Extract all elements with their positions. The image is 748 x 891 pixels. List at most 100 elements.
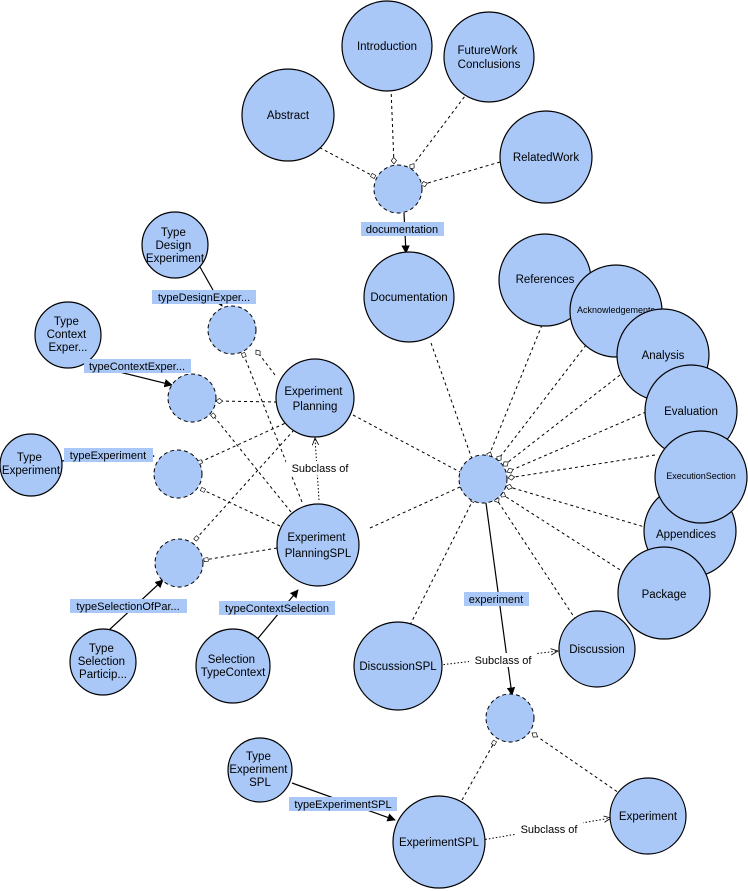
edge-selectiontypecontext: [254, 589, 299, 643]
edge-planning-h3: [196, 420, 291, 466]
subclass-label-discussion: Subclass of: [475, 655, 533, 667]
edge-labels: documentation experiment typeDesignExper…: [64, 222, 583, 836]
edge-label-type-context-selection: typeContextSelection: [225, 603, 329, 615]
subclass-label-experiment: Subclass of: [521, 824, 579, 836]
edge-label-type-design-exper: typeDesignExper...: [158, 292, 250, 304]
label-acknowledgements: Acknowledgements: [577, 305, 656, 315]
edge-label-box-type-context-selection: [219, 601, 335, 615]
node-documentation[interactable]: [363, 251, 455, 343]
edge-label-box-type-design-exper: [152, 290, 256, 304]
node-discussion[interactable]: [558, 610, 636, 688]
edge-subclass-experiment: [481, 818, 611, 841]
node-experiment-planning-spl[interactable]: [276, 503, 360, 587]
label-related-work: RelatedWork: [513, 152, 580, 164]
node-future-work[interactable]: [443, 11, 535, 103]
edge-label-box-type-experiment: [64, 448, 153, 462]
edge-execution-hub: [507, 454, 656, 481]
node-selection-type-context[interactable]: [195, 628, 271, 704]
central-hub-node[interactable]: [458, 454, 508, 504]
label-type-context-exper: Type Context Exper...: [47, 316, 90, 354]
edge-label-type-context-exper: typeContextExper...: [89, 361, 185, 373]
edge-appendices-hub: [505, 483, 649, 529]
label-experiment-spl: ExperimentSPL: [399, 837, 480, 849]
node-experiment-spl[interactable]: [392, 795, 486, 889]
edge-evaluation-hub: [506, 411, 647, 474]
label-type-experiment: Type Experiment: [2, 452, 61, 477]
edge-label-experiment: experiment: [469, 594, 523, 606]
node-type-selection-particip[interactable]: [69, 628, 137, 696]
edge-acknowledgements-hub: [496, 344, 587, 462]
hub-nodes: [153, 164, 535, 743]
planning-hub-node-3[interactable]: [153, 449, 203, 499]
node-experiment-planning[interactable]: [275, 358, 355, 438]
label-selection-type-context: Selection TypeContext: [201, 654, 266, 679]
edge-documentation-hub: [430, 342, 473, 460]
edge-label-type-experiment: typeExperiment: [70, 450, 146, 462]
node-related-work[interactable]: [499, 110, 593, 204]
edge-experiment-hub: [531, 732, 623, 796]
node-type-experiment-spl[interactable]: [227, 737, 293, 803]
node-experiment[interactable]: [609, 777, 687, 855]
edge-label-documentation: documentation: [366, 224, 438, 236]
edge-references-hub: [486, 324, 543, 459]
label-experiment: Experiment: [619, 811, 678, 823]
edge-label-box-type-selection-of-par: [70, 599, 187, 613]
node-execution-section[interactable]: [654, 430, 748, 524]
edge-planningspl-h1: [240, 351, 303, 503]
planning-hub-node-2[interactable]: [167, 373, 217, 423]
label-discussion-spl: DiscussionSPL: [359, 661, 437, 673]
node-type-design-experiment[interactable]: [141, 211, 209, 279]
node-type-experiment[interactable]: [0, 433, 63, 497]
label-type-experiment-spl: Type Experiment SPL: [229, 751, 290, 789]
edge-label-type-experiment-spl: typeExperimentSPL: [294, 799, 391, 811]
label-discussion: Discussion: [569, 644, 625, 656]
subclass-label-box-planning: [286, 461, 354, 475]
edge-label-type-selection-of-par: typeSelectionOfPar...: [76, 601, 179, 613]
label-references: References: [516, 274, 575, 286]
subclass-label-box-discussion: [469, 653, 537, 667]
edge-planning-h4: [193, 429, 295, 542]
subclass-label-box-experiment: [515, 822, 583, 836]
edge-planningspl-h3: [199, 486, 281, 527]
label-documentation: Documentation: [370, 292, 447, 304]
label-experiment-planning-spl: Experiment PlanningSPL: [285, 532, 352, 560]
edge-label-box-documentation: [361, 222, 444, 236]
edge-relatedwork-hub: [420, 161, 501, 188]
experiment-hub-node[interactable]: [485, 693, 535, 743]
node-discussion-spl[interactable]: [353, 621, 443, 711]
edge-label-box-experiment: [464, 592, 529, 606]
label-abstract: Abstract: [267, 110, 310, 122]
node-package[interactable]: [617, 546, 711, 640]
label-package: Package: [642, 589, 687, 601]
label-type-selection-particip: Type Selection Particip...: [78, 643, 129, 681]
node-introduction[interactable]: [341, 0, 433, 92]
planning-hub-node-1[interactable]: [207, 305, 257, 355]
edge-label-box-type-context-exper: [84, 359, 191, 373]
node-abstract[interactable]: [241, 68, 335, 162]
edge-subclass-discussion: [439, 651, 558, 666]
label-experiment-planning: Experiment Planning: [284, 386, 345, 413]
edges: [59, 87, 656, 841]
edge-planningspl-h4: [203, 547, 278, 563]
planning-hub-node-4[interactable]: [154, 538, 204, 588]
edge-discussion-hub: [494, 496, 577, 621]
label-execution-section: ExecutionSection: [666, 471, 736, 481]
node-type-context-exper[interactable]: [34, 301, 102, 369]
label-introduction: Introduction: [357, 41, 417, 53]
edge-introduction-hub: [390, 87, 397, 165]
documentation-hub-node[interactable]: [373, 164, 423, 214]
edge-planning-hub: [352, 414, 461, 473]
edge-package-hub: [499, 492, 626, 574]
edge-futurework-hub: [409, 91, 469, 170]
label-type-design-experiment: Type Design Experiment: [146, 227, 205, 265]
edge-experimentspl-hub: [461, 739, 497, 801]
subclass-label-planning: Subclass of: [292, 463, 350, 475]
edge-analysis-hub: [502, 374, 621, 467]
edge-planning-h1: [255, 349, 276, 376]
edge-planning-h2: [215, 397, 278, 405]
label-analysis: Analysis: [642, 350, 685, 362]
edge-label-box-type-experiment-spl: [289, 797, 397, 811]
edge-planningspl-h2: [210, 412, 292, 513]
